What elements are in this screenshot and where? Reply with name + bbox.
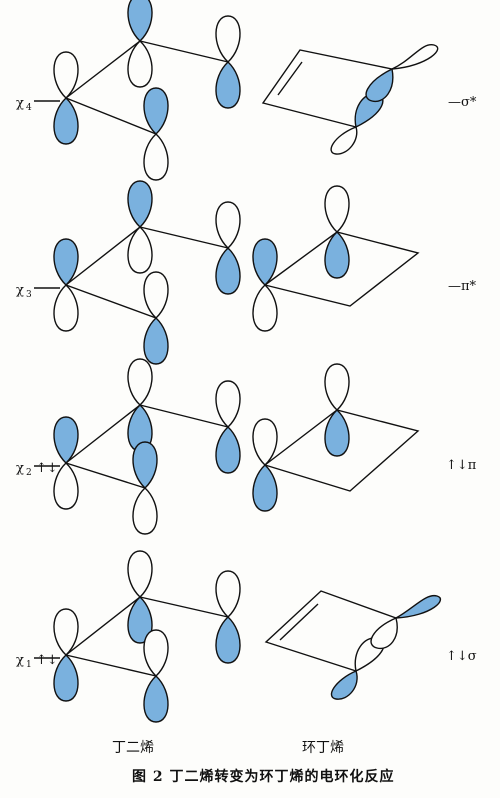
chi2-label: χ 2 ↑↓ ↑↓π — [16, 458, 477, 478]
chi-index: 3 — [26, 290, 32, 300]
p-orbital-c3 — [215, 380, 241, 474]
double-bond — [279, 603, 319, 641]
figure-title: 图 2 丁二烯转变为环丁烯的电环化反应 — [132, 769, 395, 785]
p-orbital-c2 — [127, 180, 153, 274]
chi-symbol: χ — [16, 461, 24, 476]
p-orbital-c2 — [127, 358, 153, 452]
p-orbital-c4 — [143, 87, 169, 181]
bond — [65, 226, 141, 286]
sigma-lobe-inner-upper — [370, 617, 398, 650]
level-chi3: χ 3 —π* — [16, 180, 477, 365]
cyclobutene-chi3 — [252, 185, 420, 332]
butadiene-chi4 — [53, 0, 241, 181]
mo-label: —π* — [448, 279, 477, 294]
p-orbital-c3 — [215, 201, 241, 295]
p-orbital-c4 — [143, 629, 169, 723]
ring-edge — [261, 49, 393, 128]
bond — [65, 284, 157, 319]
butadiene-chi3 — [53, 180, 241, 365]
ring-edge — [264, 409, 420, 492]
bond — [65, 404, 141, 464]
level-chi1: χ 1 ↑↓ ↑↓σ — [16, 550, 477, 723]
mo-label: ↑↓σ — [446, 649, 477, 664]
chi-index: 4 — [26, 103, 32, 113]
p-orbital-c2 — [127, 550, 153, 644]
cyclobutene-chi2 — [252, 363, 420, 512]
chi1-label: χ 1 ↑↓ ↑↓σ — [16, 649, 477, 670]
sigma-lobe-outer-upper — [395, 594, 442, 619]
chi-symbol: χ — [16, 283, 24, 298]
electron-pair: ↑↓ — [36, 461, 58, 476]
p-orbital-ring-c1 — [252, 418, 278, 512]
p-orbital-c3 — [215, 15, 241, 109]
butadiene-chi2 — [53, 358, 241, 535]
mo-label: —σ* — [448, 95, 477, 110]
sigma-star-lobe-inner-upper — [365, 67, 394, 103]
bond — [139, 40, 229, 63]
p-orbital-c4 — [143, 271, 169, 365]
bond — [139, 404, 229, 428]
p-orbital-c1 — [53, 51, 79, 145]
chi-symbol: χ — [16, 96, 24, 111]
bond — [139, 596, 229, 618]
ring-edge — [264, 590, 397, 672]
bond — [65, 654, 157, 677]
p-orbital-c1 — [53, 238, 79, 332]
bond — [65, 596, 141, 656]
bond — [65, 462, 146, 489]
butadiene-caption: 丁二烯 — [112, 740, 154, 756]
bond — [139, 226, 229, 249]
p-orbital-ring-c1 — [252, 238, 278, 332]
p-orbital-c3 — [215, 570, 241, 664]
double-bond — [277, 61, 303, 96]
electron-pair: ↑↓ — [36, 653, 58, 668]
bond — [65, 97, 157, 135]
level-chi4: χ 4 —σ* — [16, 0, 477, 181]
chi-symbol: χ — [16, 653, 24, 668]
level-chi2: χ 2 ↑↓ ↑↓π — [16, 358, 477, 535]
p-orbital-ring-c2 — [324, 185, 350, 279]
cyclobutene-caption: 环丁烯 — [302, 740, 344, 756]
mo-label: ↑↓π — [446, 458, 477, 473]
chi4-label: χ 4 —σ* — [16, 95, 477, 113]
sigma-star-lobe-outer-lower — [330, 126, 358, 155]
ring-edge — [264, 231, 420, 307]
chi-index: 1 — [26, 660, 32, 670]
sigma-lobe-outer-lower — [330, 670, 358, 700]
p-orbital-c4 — [132, 441, 158, 535]
sigma-star-lobe-outer-upper — [391, 44, 439, 70]
butadiene-chi1 — [53, 550, 241, 723]
p-orbital-ring-c2 — [324, 363, 350, 457]
chi-index: 2 — [26, 468, 32, 478]
cyclobutene-chi4 — [261, 44, 439, 155]
bond — [65, 40, 141, 99]
chi3-label: χ 3 —π* — [16, 279, 477, 300]
cyclobutene-chi1 — [264, 590, 442, 700]
